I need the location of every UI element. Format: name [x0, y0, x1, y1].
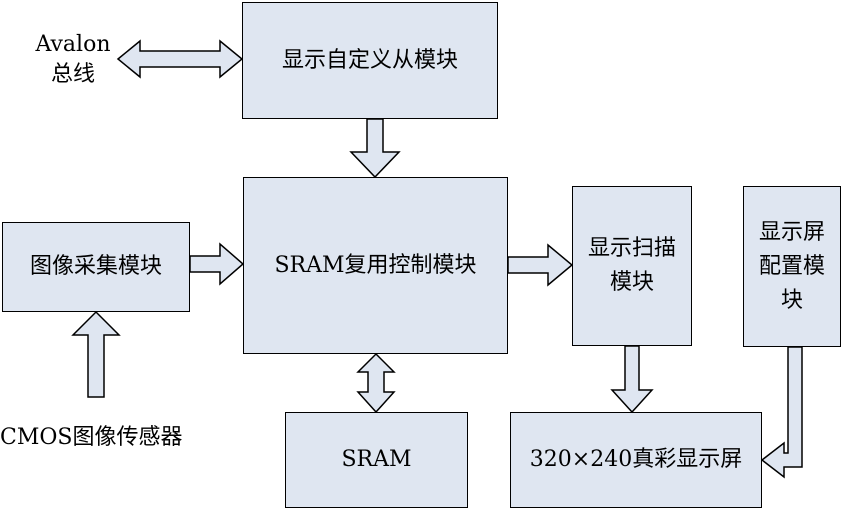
capture-to-control-arrow: [189, 242, 245, 286]
sram-label: SRAM: [341, 447, 412, 472]
screen-label: 320×240真彩显示屏: [529, 447, 743, 472]
cmos-sensor-label: CMOS图像传感器: [0, 423, 210, 453]
sram-control-label: SRAM复用控制模块: [274, 252, 477, 278]
sensor-to-capture-arrow: [71, 310, 121, 398]
screen-config-label-line3: 块: [780, 287, 803, 313]
sram-module: SRAM: [285, 412, 468, 508]
display-scan-label-line1: 显示扫描: [587, 236, 676, 261]
avalon-label-line2: 总线: [50, 62, 95, 87]
display-scan-module: 显示扫描 模块: [572, 186, 692, 346]
screen-config-label-line2: 配置模: [758, 253, 825, 279]
image-capture-module: 图像采集模块: [2, 222, 190, 312]
true-color-screen: 320×240真彩显示屏: [510, 412, 762, 508]
control-sram-bidirectional-arrow: [356, 352, 396, 414]
avalon-label-line1: Avalon: [35, 32, 111, 57]
slave-to-control-arrow: [349, 118, 401, 179]
sram-control-module: SRAM复用控制模块: [243, 177, 508, 354]
image-capture-label: 图像采集模块: [29, 254, 162, 279]
screen-config-module: 显示屏 配置模 块: [743, 186, 841, 347]
display-slave-module: 显示自定义从模块: [242, 2, 498, 119]
config-to-screen-arrow: [760, 346, 803, 479]
control-to-scan-arrow: [507, 243, 574, 287]
scan-to-screen-arrow: [610, 345, 654, 414]
screen-config-label-line1: 显示屏: [758, 219, 825, 245]
cmos-sensor-text: CMOS图像传感器: [0, 425, 183, 450]
display-scan-label-line2: 模块: [609, 270, 654, 295]
avalon-bus-label: Avalon 总线: [28, 30, 118, 90]
avalon-bidirectional-arrow: [116, 39, 244, 79]
display-slave-label: 显示自定义从模块: [281, 47, 458, 73]
